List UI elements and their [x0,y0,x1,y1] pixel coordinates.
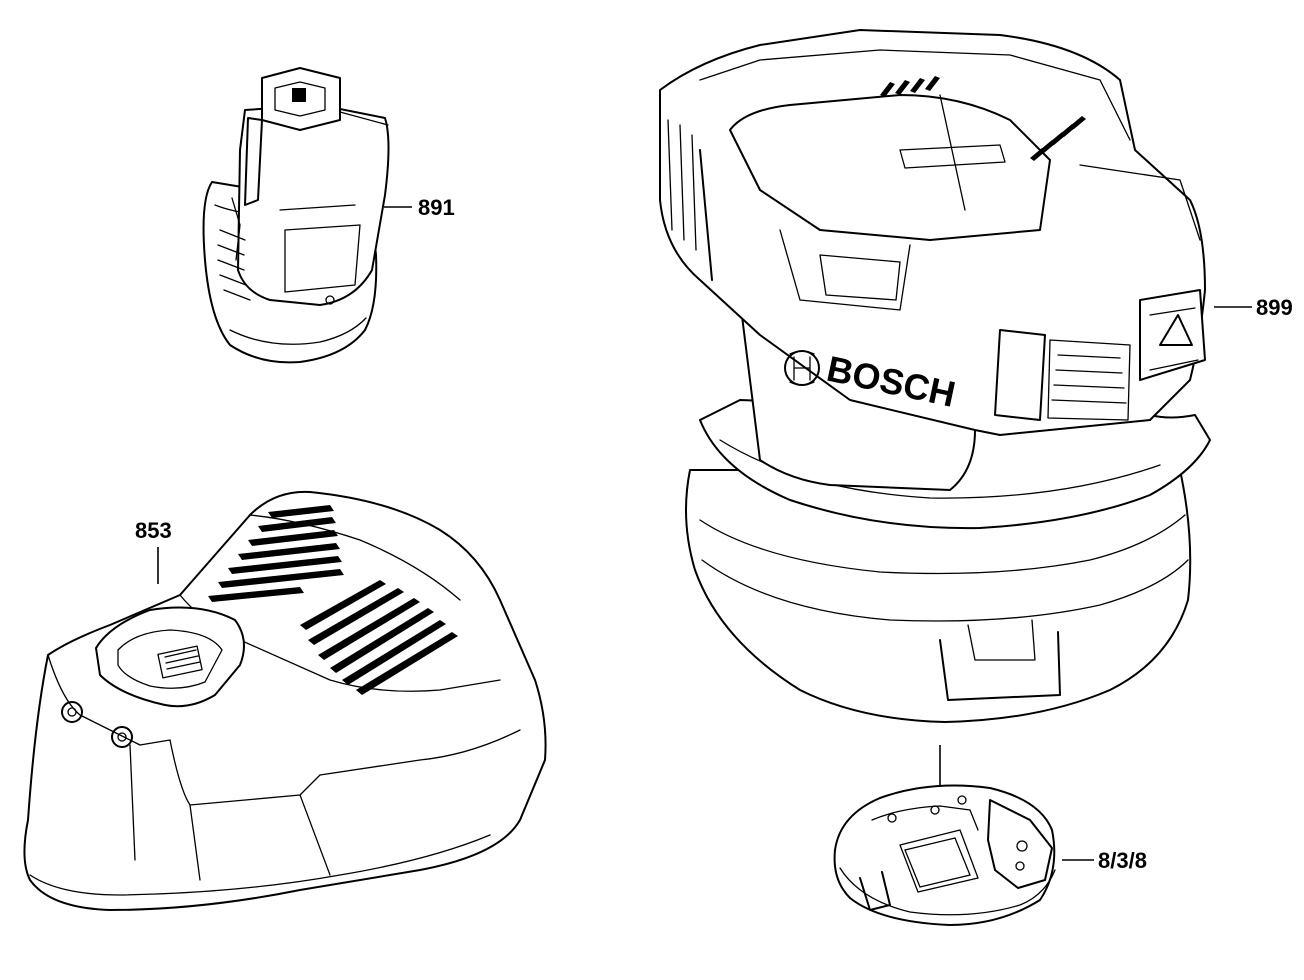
callout-899: 899 [1256,295,1293,320]
battery-pack-drawing [202,67,390,364]
callout-8-3-8: 8/3/8 [1098,848,1147,873]
callout-891: 891 [418,195,455,220]
battery-charger-drawing [23,490,547,911]
callout-853: 853 [135,518,172,543]
floor-laser-drawing: BOSCH [659,29,1211,723]
mounting-plate-drawing [833,784,1056,926]
